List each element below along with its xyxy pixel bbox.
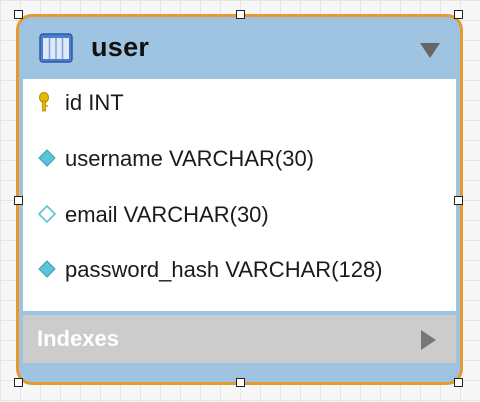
table-icon — [39, 33, 73, 63]
resize-handle-right[interactable] — [454, 196, 463, 205]
column-label: password_hash VARCHAR(128) — [65, 257, 383, 282]
column-row-password-hash[interactable]: password_hash VARCHAR(128) — [23, 251, 456, 291]
resize-handle-left[interactable] — [14, 196, 23, 205]
column-row-email[interactable]: email VARCHAR(30) — [23, 196, 456, 236]
collapse-arrow-icon[interactable] — [420, 43, 440, 58]
table-card-user[interactable]: user id INT username VARCHAR(30) — [16, 14, 463, 385]
column-list: id INT username VARCHAR(30) email VARCHA… — [23, 79, 456, 311]
resize-handle-top-left[interactable] — [14, 10, 23, 19]
indexes-label: Indexes — [37, 326, 119, 351]
column-row-username[interactable]: username VARCHAR(30) — [23, 140, 456, 180]
column-label: username VARCHAR(30) — [65, 146, 315, 171]
resize-handle-bottom[interactable] — [236, 378, 245, 387]
resize-handle-bottom-right[interactable] — [454, 378, 463, 387]
resize-handle-bottom-left[interactable] — [14, 378, 23, 387]
table-header[interactable]: user — [23, 21, 456, 77]
table-title: user — [91, 32, 150, 62]
resize-handle-top-right[interactable] — [454, 10, 463, 19]
column-label: id INT — [65, 90, 124, 115]
filled-diamond-icon — [38, 260, 56, 278]
resize-handle-top[interactable] — [236, 10, 245, 19]
column-row-id[interactable]: id INT — [23, 84, 456, 124]
table-card-inner: user id INT username VARCHAR(30) — [23, 21, 456, 378]
primary-key-icon — [39, 92, 49, 112]
expand-arrow-icon[interactable] — [421, 330, 436, 350]
hollow-diamond-icon — [37, 204, 57, 224]
indexes-section[interactable]: Indexes — [23, 315, 456, 363]
filled-diamond-icon — [38, 149, 56, 167]
column-label: email VARCHAR(30) — [65, 202, 269, 227]
